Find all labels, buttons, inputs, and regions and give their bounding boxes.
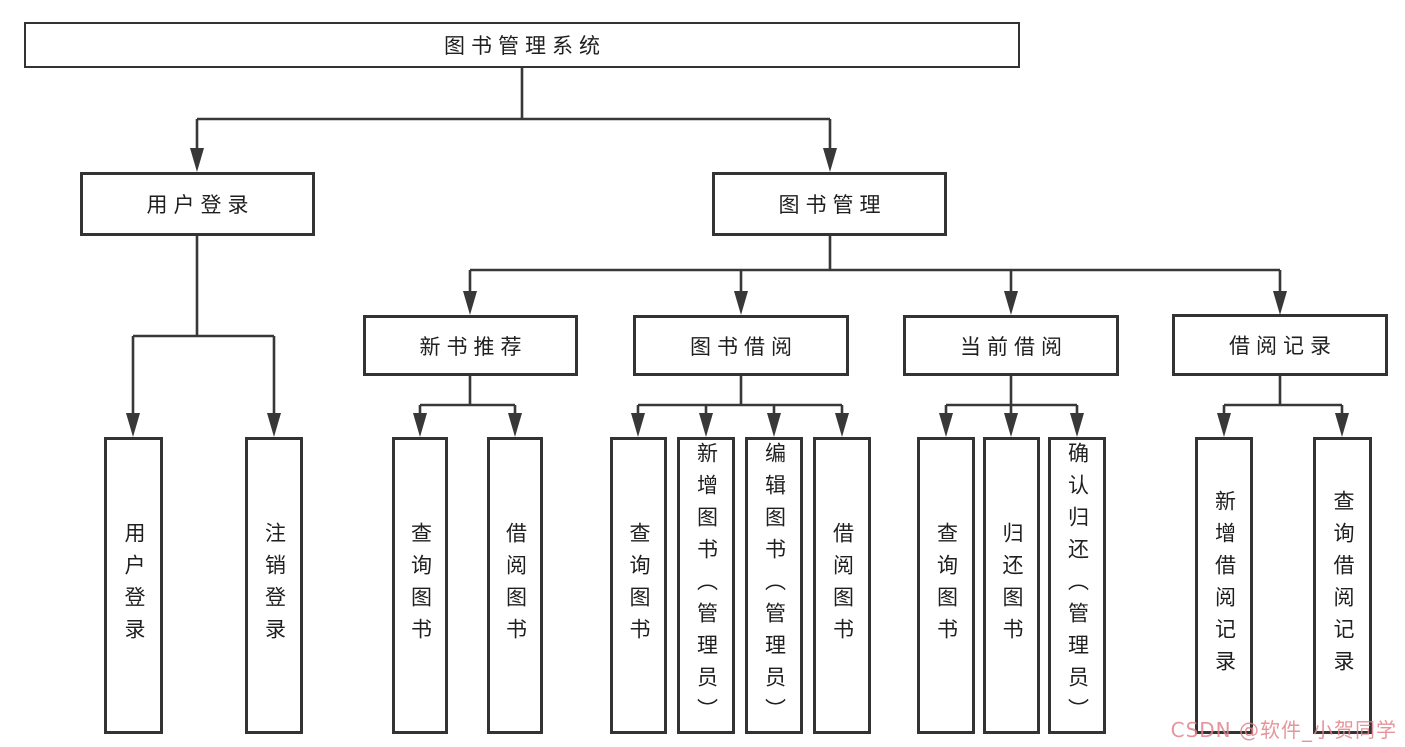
connector-lines (131, 68, 1344, 417)
leaf-add-books-admin-label: 新增图书（管理员） (694, 441, 719, 730)
leaf-confirm-return-admin-label: 确认归还（管理员） (1065, 441, 1090, 730)
leaf-user-login: 用户登录 (104, 437, 163, 734)
leaf-borrowing-query-books-label: 查询图书 (627, 521, 651, 650)
leaf-borrowing-query-books: 查询图书 (610, 437, 667, 734)
leaf-logout: 注销登录 (245, 437, 303, 734)
leaf-return-books: 归还图书 (983, 437, 1040, 734)
arrowhead-icons (126, 148, 1349, 437)
node-book-management: 图书管理 (712, 172, 947, 236)
leaf-borrowing-borrow-books: 借阅图书 (813, 437, 871, 734)
leaf-newbook-borrow-books: 借阅图书 (487, 437, 543, 734)
node-new-book-recommend-label: 新书推荐 (419, 334, 528, 359)
leaf-newbook-query-books: 查询图书 (392, 437, 448, 734)
node-new-book-recommend: 新书推荐 (363, 315, 578, 376)
leaf-user-login-label: 用户登录 (122, 521, 146, 650)
leaf-edit-books-admin: 编辑图书（管理员） (745, 437, 803, 734)
leaf-borrowing-borrow-books-label: 借阅图书 (830, 521, 855, 650)
node-current-borrowing-label: 当前借阅 (960, 334, 1068, 359)
node-borrow-records-label: 借阅记录 (1229, 334, 1337, 358)
leaf-query-borrow-record: 查询借阅记录 (1313, 437, 1372, 734)
leaf-add-books-admin: 新增图书（管理员） (677, 437, 735, 734)
node-book-management-label: 图书管理 (778, 193, 887, 217)
node-user-login-label: 用户登录 (146, 193, 255, 217)
node-current-borrowing: 当前借阅 (903, 315, 1119, 376)
leaf-return-books-label: 归还图书 (1000, 521, 1024, 650)
node-user-login: 用户登录 (80, 172, 315, 236)
node-root: 图书管理系统 (24, 22, 1020, 68)
node-book-borrowing: 图书借阅 (633, 315, 849, 376)
csdn-watermark: CSDN @软件_小贺同学 (1170, 718, 1397, 742)
leaf-newbook-borrow-books-label: 借阅图书 (503, 521, 528, 650)
leaf-current-query-books-label: 查询图书 (934, 521, 959, 650)
leaf-edit-books-admin-label: 编辑图书（管理员） (762, 441, 787, 730)
node-root-label: 图书管理系统 (444, 34, 606, 58)
leaf-confirm-return-admin: 确认归还（管理员） (1048, 437, 1106, 734)
leaf-current-query-books: 查询图书 (917, 437, 975, 734)
leaf-query-borrow-record-label: 查询借阅记录 (1331, 489, 1355, 682)
leaf-logout-label: 注销登录 (262, 521, 287, 650)
node-book-borrowing-label: 图书借阅 (690, 334, 798, 359)
node-borrow-records: 借阅记录 (1172, 314, 1388, 376)
leaf-add-borrow-record-label: 新增借阅记录 (1212, 489, 1237, 682)
leaf-newbook-query-books-label: 查询图书 (408, 521, 433, 650)
leaf-add-borrow-record: 新增借阅记录 (1195, 437, 1253, 734)
